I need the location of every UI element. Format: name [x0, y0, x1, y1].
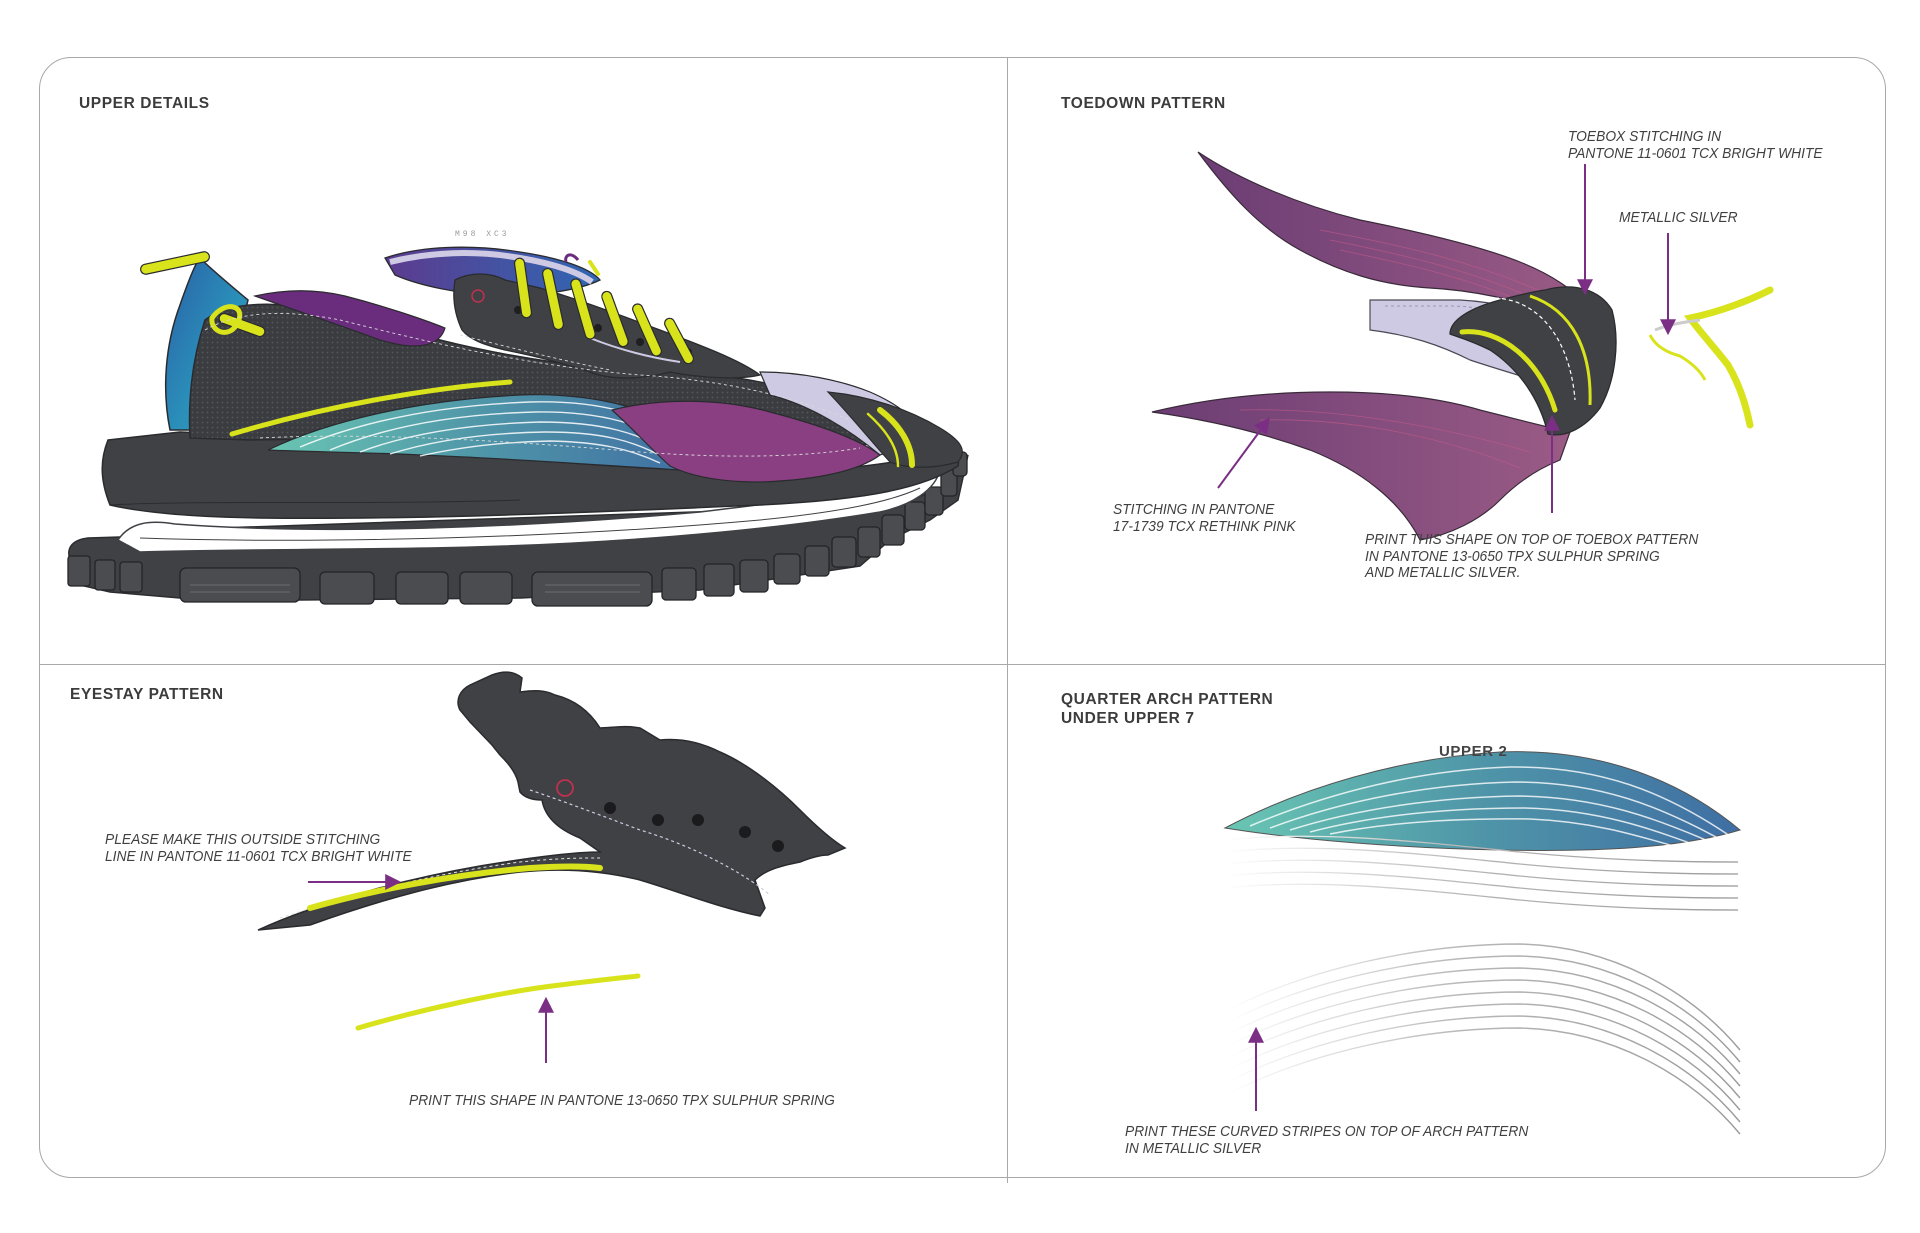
quarter-arch-title-line: UNDER UPPER 7	[1061, 710, 1195, 727]
note-line: IN PANTONE 13-0650 TPX SULPHUR SPRING	[1365, 547, 1660, 565]
note-toebox-stitching: TOEBOX STITCHING IN PANTONE 11-0601 TCX …	[1568, 128, 1823, 162]
toedown-upper-wing	[1197, 151, 1581, 316]
note-line: PRINT THIS SHAPE ON TOP OF TOEBOX PATTER…	[1365, 531, 1699, 548]
quarter-arch-title: QUARTER ARCH PATTERN UNDER UPPER 7	[1061, 690, 1273, 728]
note-line: PLEASE MAKE THIS OUTSIDE STITCHING	[105, 831, 381, 848]
note-line: PANTONE 11-0601 TCX BRIGHT WHITE	[1568, 144, 1823, 162]
toedown-pattern-title: TOEDOWN PATTERN	[1061, 95, 1226, 112]
sulphur-spring-print-shape	[355, 973, 641, 1031]
note-line: LINE IN PANTONE 11-0601 TCX BRIGHT WHITE	[105, 847, 412, 865]
laces	[140, 251, 694, 365]
note-print-shape-toebox: PRINT THIS SHAPE ON TOP OF TOEBOX PATTER…	[1365, 531, 1699, 582]
toedown-arrows	[1217, 164, 1676, 513]
arch-upper-panel	[1223, 751, 1742, 851]
note-outside-stitching: PLEASE MAKE THIS OUTSIDE STITCHING LINE …	[105, 831, 412, 865]
note-line: STITCHING IN PANTONE	[1113, 501, 1275, 518]
note-line: METALLIC SILVER	[1619, 209, 1738, 226]
eyestay-arrows	[308, 874, 554, 1063]
note-line: 17-1739 TCX RETHINK PINK	[1113, 517, 1296, 535]
panel-divider-horizontal	[39, 664, 1886, 665]
toe-cap	[826, 391, 963, 468]
quarter-arch-drawing	[1223, 751, 1742, 1135]
note-stitching-rethink-pink: STITCHING IN PANTONE 17-1739 TCX RETHINK…	[1113, 501, 1296, 535]
collar-purple	[252, 290, 446, 347]
note-line: AND METALLIC SILVER.	[1365, 564, 1521, 581]
upper-details-title: UPPER DETAILS	[79, 95, 210, 112]
sheet-border	[39, 57, 1886, 1178]
arch-silver-stripes	[1227, 943, 1741, 1135]
eyelets	[604, 802, 784, 852]
note-line: PRINT THIS SHAPE IN PANTONE 13-0650 TPX …	[409, 1092, 835, 1109]
note-line: PRINT THESE CURVED STRIPES ON TOP OF ARC…	[1125, 1123, 1529, 1140]
panel-divider-vertical	[1007, 58, 1008, 1183]
note-curved-stripes: PRINT THESE CURVED STRIPES ON TOP OF ARC…	[1125, 1123, 1529, 1157]
eyestay-pattern-title: EYESTAY PATTERN	[70, 686, 224, 703]
metallic-silver-piece	[1684, 286, 1774, 429]
arrow-stitching-pink	[1217, 417, 1270, 489]
brand-mark: M98 XC3	[455, 230, 510, 239]
purple-quarter-panel	[610, 400, 882, 483]
eyestay-piece	[257, 671, 847, 931]
sneaker-side-view	[67, 246, 969, 607]
quarter-arch-title-line: QUARTER ARCH PATTERN	[1061, 691, 1274, 708]
note-line: IN METALLIC SILVER	[1125, 1139, 1262, 1157]
upper-2-label: UPPER 2	[1439, 743, 1508, 760]
note-print-shape-eyestay: PRINT THIS SHAPE IN PANTONE 13-0650 TPX …	[409, 1092, 835, 1110]
eyestay-pattern-drawing	[257, 671, 847, 1031]
note-metallic-silver: METALLIC SILVER	[1619, 209, 1738, 227]
note-line: TOEBOX STITCHING IN	[1568, 128, 1722, 145]
